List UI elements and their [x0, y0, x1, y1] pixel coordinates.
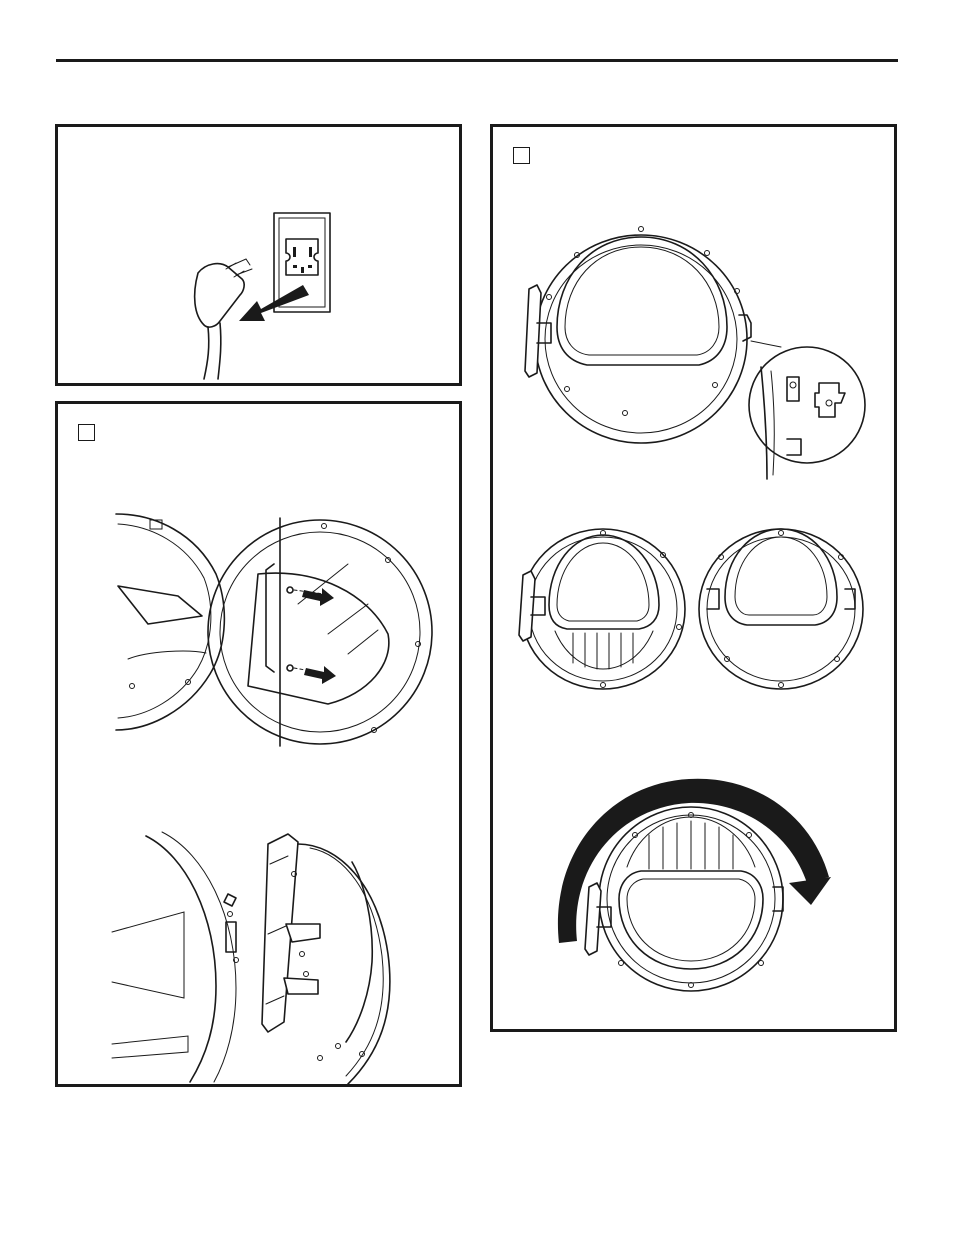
header-rule: [56, 59, 898, 62]
panel-remove-door: [55, 401, 462, 1087]
panel-unplug: [55, 124, 462, 386]
panel-reverse-door: [490, 124, 897, 1032]
door-halves-illustration: [519, 529, 863, 689]
hinge-closeup-illustration: [112, 832, 390, 1084]
door-frame-illustration: [525, 235, 781, 443]
door-rotated-illustration: [585, 807, 783, 991]
screw-icon: [547, 227, 740, 416]
pull-arrow-icon: [302, 588, 336, 684]
door-open-illustration: [116, 514, 432, 746]
hinge-detail-inset: [749, 347, 865, 479]
screw-icon: [130, 524, 421, 733]
screw-icon: [228, 872, 365, 1061]
